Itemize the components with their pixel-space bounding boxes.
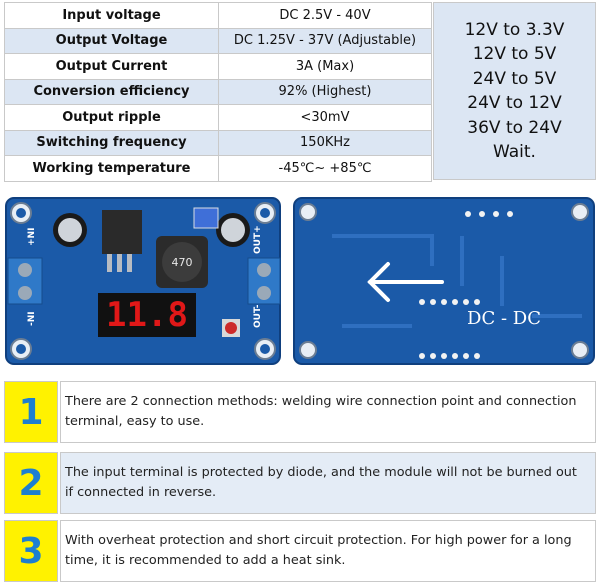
spec-value: DC 1.25V - 37V (Adjustable): [218, 27, 432, 54]
spec-row: Output ripple<30mV: [4, 104, 432, 131]
output-minus-label: OUT-: [253, 304, 263, 328]
board-back-photo: DC - DC: [293, 197, 595, 365]
conversion-item: Wait.: [493, 142, 536, 162]
feature-text: There are 2 connection methods: welding …: [60, 381, 596, 443]
spec-label: Output Current: [4, 53, 219, 80]
feature-item: 1 There are 2 connection methods: weldin…: [4, 381, 596, 443]
spec-value: 92% (Highest): [218, 78, 432, 105]
spec-value: -45℃~ +85℃: [218, 155, 432, 182]
feature-text: The input terminal is protected by diode…: [60, 452, 596, 514]
feature-number-badge: 2: [4, 452, 58, 514]
conversion-examples: 12V to 3.3V 12V to 5V 24V to 5V 24V to 1…: [433, 2, 596, 180]
spec-label: Switching frequency: [4, 129, 219, 156]
voltage-display: 11.8: [106, 295, 188, 335]
conversion-item: 24V to 5V: [472, 68, 557, 89]
conversion-item: 12V to 3.3V: [464, 19, 565, 40]
dc-dc-label: DC - DC: [467, 308, 541, 329]
feature-number-badge: 3: [4, 520, 58, 582]
conversion-item: 36V to 24V: [467, 117, 562, 138]
spec-label: Input voltage: [4, 2, 219, 29]
inductor-label: 470: [172, 256, 193, 269]
spec-label: Output Voltage: [4, 27, 219, 54]
spec-row: Working temperature-45℃~ +85℃: [4, 155, 432, 182]
spec-value: <30mV: [218, 104, 432, 131]
conversion-item: 12V to 5V: [472, 44, 557, 64]
conversion-item: 24V to 12V: [467, 93, 562, 113]
spec-label: Working temperature: [4, 155, 219, 182]
feature-number-badge: 1: [4, 381, 58, 443]
spec-value: DC 2.5V - 40V: [218, 2, 432, 29]
spec-label: Conversion efficiency: [4, 78, 219, 105]
board-front-photo: +NI -NI OUT+ OUT- 470 11.8: [5, 197, 281, 365]
feature-item: 3 With overheat protection and short cir…: [4, 520, 596, 582]
spec-label: Output ripple: [4, 104, 219, 131]
spec-value: 150KHz: [218, 129, 432, 156]
output-plus-label: OUT+: [253, 225, 263, 254]
input-minus-label: -NI: [27, 311, 37, 326]
feature-text: With overheat protection and short circu…: [60, 520, 596, 582]
input-plus-label: +NI: [27, 228, 37, 246]
feature-item: 2 The input terminal is protected by dio…: [4, 452, 596, 514]
spec-value: 3A (Max): [218, 53, 432, 80]
